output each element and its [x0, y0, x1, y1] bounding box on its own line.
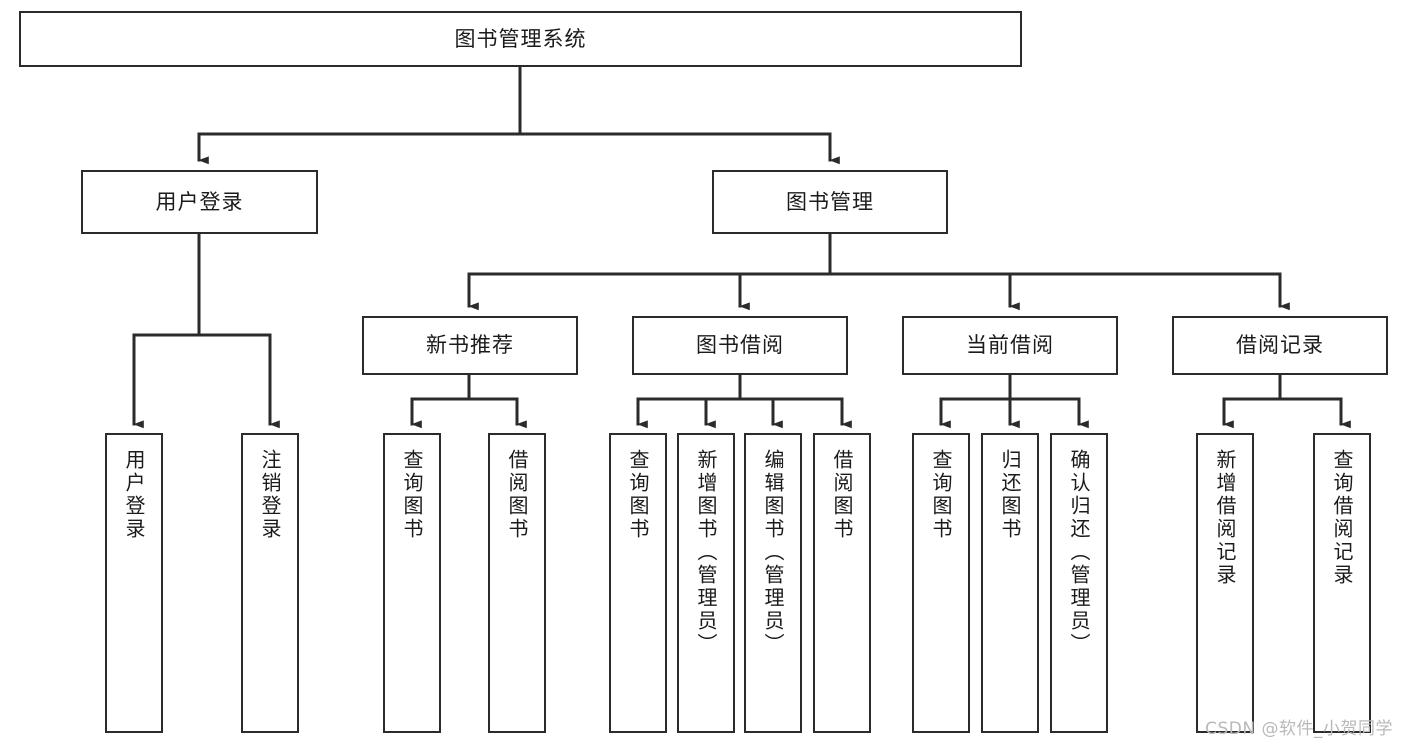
- node-leaf-return-book[interactable]: 归还图书: [981, 433, 1039, 733]
- node-leaf-add-record[interactable]: 新增借阅记录: [1196, 433, 1254, 733]
- node-new-book-recommend-label: 新书推荐: [426, 333, 514, 358]
- node-leaf-add-book-label: 新增图书（管理员）: [694, 449, 718, 656]
- node-current-borrow-label: 当前借阅: [966, 333, 1054, 358]
- node-leaf-confirm-return-label: 确认归还（管理员）: [1067, 449, 1091, 656]
- node-leaf-add-book[interactable]: 新增图书（管理员）: [677, 433, 735, 733]
- node-leaf-confirm-return[interactable]: 确认归还（管理员）: [1050, 433, 1108, 733]
- node-current-borrow[interactable]: 当前借阅: [902, 316, 1118, 375]
- node-leaf-borrow-book-2[interactable]: 借阅图书: [813, 433, 871, 733]
- node-book-manage[interactable]: 图书管理: [712, 170, 948, 234]
- node-leaf-query-book-1[interactable]: 查询图书: [383, 433, 441, 733]
- node-leaf-edit-book-label: 编辑图书（管理员）: [761, 449, 785, 656]
- node-leaf-query-book-2[interactable]: 查询图书: [609, 433, 667, 733]
- node-leaf-logout-login[interactable]: 注销登录: [241, 433, 299, 733]
- node-leaf-user-login-label: 用户登录: [122, 449, 146, 541]
- node-new-book-recommend[interactable]: 新书推荐: [362, 316, 578, 375]
- node-leaf-edit-book[interactable]: 编辑图书（管理员）: [744, 433, 802, 733]
- node-leaf-query-book-2-label: 查询图书: [626, 449, 650, 541]
- node-leaf-return-book-label: 归还图书: [998, 449, 1022, 541]
- node-user-login[interactable]: 用户登录: [81, 170, 318, 234]
- node-leaf-user-login[interactable]: 用户登录: [105, 433, 163, 733]
- watermark-text: CSDN @软件_小贺同学: [1205, 719, 1393, 739]
- node-leaf-borrow-book-1[interactable]: 借阅图书: [488, 433, 546, 733]
- node-root[interactable]: 图书管理系统: [19, 11, 1022, 67]
- node-borrow-record[interactable]: 借阅记录: [1172, 316, 1388, 375]
- node-book-borrow-label: 图书借阅: [696, 333, 784, 358]
- node-book-manage-label: 图书管理: [786, 189, 874, 214]
- node-leaf-query-record[interactable]: 查询借阅记录: [1313, 433, 1371, 733]
- node-leaf-query-record-label: 查询借阅记录: [1330, 449, 1354, 587]
- node-leaf-query-book-3-label: 查询图书: [929, 449, 953, 541]
- node-user-login-label: 用户登录: [155, 189, 244, 214]
- node-book-borrow[interactable]: 图书借阅: [632, 316, 848, 375]
- node-leaf-borrow-book-2-label: 借阅图书: [830, 449, 854, 541]
- node-root-label: 图书管理系统: [454, 26, 587, 51]
- node-borrow-record-label: 借阅记录: [1236, 333, 1324, 358]
- node-leaf-add-record-label: 新增借阅记录: [1213, 449, 1237, 587]
- node-leaf-logout-login-label: 注销登录: [258, 449, 282, 541]
- node-leaf-query-book-3[interactable]: 查询图书: [912, 433, 970, 733]
- node-leaf-query-book-1-label: 查询图书: [400, 449, 424, 541]
- node-leaf-borrow-book-1-label: 借阅图书: [505, 449, 529, 541]
